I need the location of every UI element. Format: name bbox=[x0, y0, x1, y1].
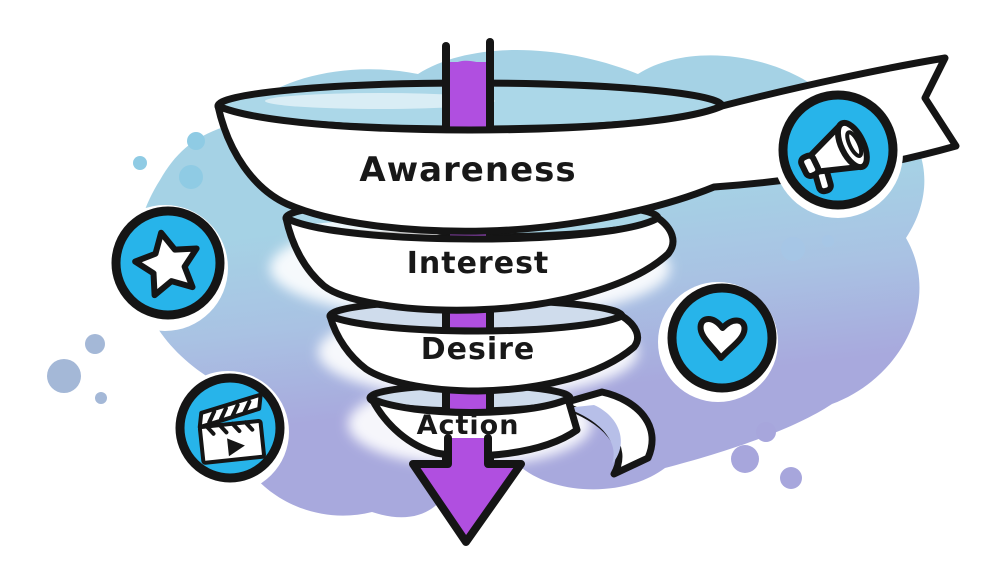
decor-dot bbox=[179, 165, 203, 189]
decor-dot bbox=[85, 334, 105, 354]
star-badge bbox=[102, 205, 228, 331]
decor-dots-left bbox=[47, 334, 107, 404]
funnel-stage-desire-band bbox=[326, 312, 641, 395]
funnel-stage-interest-band bbox=[282, 214, 677, 314]
funnel-stage-action-band bbox=[368, 395, 581, 460]
megaphone-badge bbox=[773, 88, 903, 218]
arrow-shaft-top-wave bbox=[448, 60, 488, 84]
funnel-tail-fold-shade bbox=[566, 405, 621, 464]
decor-dot bbox=[731, 445, 759, 473]
heart-badge bbox=[658, 282, 778, 402]
megaphone-icon bbox=[798, 119, 870, 195]
decor-dot bbox=[187, 132, 205, 150]
decor-dots-top-left bbox=[133, 132, 205, 189]
funnel-stage-label-interest: Interest bbox=[407, 246, 550, 281]
decor-dots-bottom-right bbox=[731, 422, 802, 489]
funnel-stage-label-desire: Desire bbox=[421, 332, 536, 367]
decor-dot bbox=[133, 156, 147, 170]
funnel-stage-label-action: Action bbox=[417, 410, 520, 441]
clapperboard-icon bbox=[197, 392, 266, 465]
decor-dot bbox=[822, 235, 834, 247]
heart-icon bbox=[697, 316, 748, 361]
decor-dot bbox=[47, 359, 81, 393]
clapperboard-badge bbox=[167, 371, 289, 493]
star-icon bbox=[132, 229, 200, 299]
decor-dot bbox=[756, 422, 776, 442]
funnel-stage-label-awareness: Awareness bbox=[359, 150, 576, 190]
decor-dot bbox=[95, 392, 107, 404]
decor-dot bbox=[780, 467, 802, 489]
decor-dots-right bbox=[781, 235, 834, 261]
funnel-mouth-highlight bbox=[265, 93, 495, 109]
decor-dot bbox=[781, 237, 805, 261]
arrow-head bbox=[409, 434, 525, 546]
